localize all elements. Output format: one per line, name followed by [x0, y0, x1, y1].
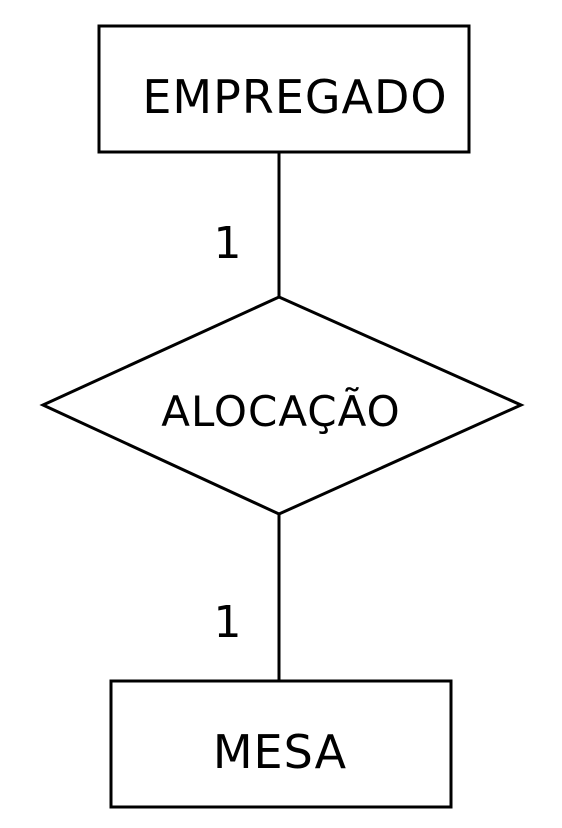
entity-mesa-label: MESA [213, 725, 347, 779]
entity-empregado[interactable]: EMPREGADO [97, 24, 471, 154]
entity-empregado-box [97, 24, 471, 154]
entity-mesa[interactable]: MESA [109, 679, 453, 809]
cardinality-empregado-alocacao: 1 [214, 218, 243, 269]
entity-mesa-box [109, 679, 453, 809]
relationship-alocacao-diamond [39, 295, 525, 516]
entity-empregado-label: EMPREGADO [142, 70, 447, 124]
cardinality-alocacao-mesa: 1 [214, 597, 243, 648]
relationship-alocacao[interactable]: ALOCAÇÃO [39, 295, 525, 516]
relationship-alocacao-label: ALOCAÇÃO [161, 386, 400, 436]
